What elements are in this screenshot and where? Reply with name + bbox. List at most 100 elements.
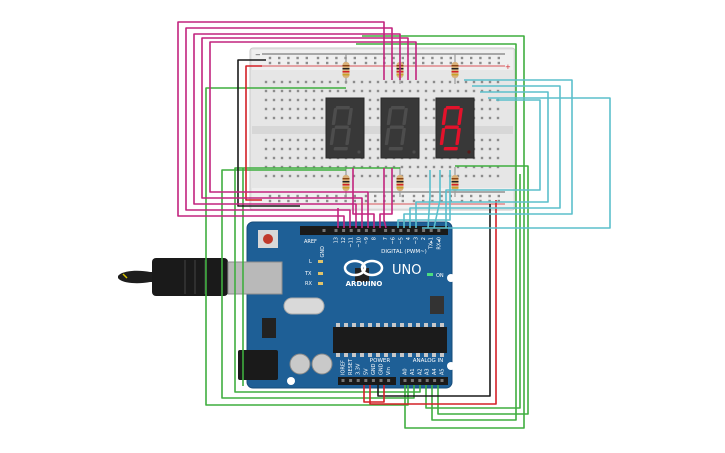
breadboard-hole <box>432 98 436 102</box>
breadboard-hole <box>312 165 316 169</box>
display-segment <box>386 108 393 125</box>
breadboard-hole <box>392 174 396 178</box>
breadboard-hole <box>488 89 492 93</box>
breadboard-hole <box>320 98 324 102</box>
resistor-body <box>451 62 459 78</box>
rail-hole <box>488 194 491 198</box>
usb-cable-plug-tip <box>118 270 158 284</box>
mcu-pin <box>336 323 340 327</box>
rail-hole <box>422 56 425 60</box>
breadboard-hole <box>448 80 452 84</box>
breadboard-hole <box>352 165 356 169</box>
mcu-pin <box>416 323 420 327</box>
rail-hole <box>488 199 491 203</box>
rail-hole <box>278 194 281 198</box>
display-segment <box>457 108 463 125</box>
breadboard-hole <box>272 174 276 178</box>
breadboard-hole <box>280 116 284 120</box>
breadboard-hole <box>416 174 420 178</box>
mcu-pin <box>376 353 380 357</box>
breadboard-hole <box>360 174 364 178</box>
rail-hole <box>488 56 491 60</box>
display-segment <box>329 128 336 145</box>
header-pin <box>349 379 353 382</box>
breadboard-hole <box>440 80 444 84</box>
pin-label-gnd: GND <box>320 246 326 258</box>
rail-hole <box>431 194 434 198</box>
header-pin <box>372 229 376 232</box>
analog-pin-label: A0 <box>403 368 409 375</box>
header-pin <box>410 379 414 382</box>
reset-button-cap[interactable] <box>263 234 273 244</box>
breadboard-hole <box>296 98 300 102</box>
mcu-pin <box>400 323 404 327</box>
capacitor <box>311 353 333 375</box>
breadboard-hole <box>328 89 332 93</box>
rail-hole <box>449 56 452 60</box>
breadboard-hole <box>488 174 492 178</box>
breadboard-hole <box>424 165 428 169</box>
breadboard-hole <box>376 165 380 169</box>
header-pin <box>437 229 441 232</box>
breadboard-hole <box>280 98 284 102</box>
display-segment <box>444 125 459 129</box>
breadboard-hole <box>288 174 292 178</box>
rail-hole <box>392 61 395 65</box>
breadboard-hole <box>264 147 268 151</box>
digital-pin-label: ~3 <box>414 237 420 244</box>
display-segment <box>384 128 391 145</box>
wire-cyan <box>403 79 573 228</box>
resistor-band <box>451 65 459 67</box>
breadboard-hole <box>464 165 468 169</box>
resistor-band <box>342 187 350 189</box>
header-pin <box>406 229 410 232</box>
resistor-body <box>342 175 350 191</box>
rail-hole <box>268 199 272 203</box>
breadboard-hole <box>320 138 324 142</box>
display-segment <box>388 147 403 151</box>
wire-magenta <box>185 27 393 228</box>
power-pin-label: 5V <box>363 368 369 375</box>
breadboard-hole <box>320 89 324 93</box>
rail-hole <box>364 199 368 203</box>
wire-black <box>377 204 491 397</box>
breadboard-hole <box>272 138 276 142</box>
breadboard-hole <box>312 89 316 93</box>
breadboard-hole <box>272 116 276 120</box>
mcu-pin <box>440 323 444 327</box>
breadboard-hole <box>296 80 300 84</box>
on-label: ON <box>436 273 444 279</box>
breadboard-hole <box>416 165 420 169</box>
rail-hole <box>374 194 377 198</box>
header-pin <box>399 229 403 232</box>
breadboard-hole <box>432 174 436 178</box>
wire-cyan <box>415 91 549 228</box>
mcu-pin <box>384 323 388 327</box>
breadboard-hole <box>472 174 476 178</box>
breadboard-hole <box>464 80 468 84</box>
rail-hole <box>449 61 452 65</box>
header-pin <box>349 229 353 232</box>
rail-hole <box>268 194 272 198</box>
rail-hole <box>305 194 308 198</box>
wire-cyan <box>433 170 441 229</box>
header-pin <box>334 229 338 232</box>
mounting-hole <box>447 362 455 370</box>
rail-hole <box>364 56 368 60</box>
rail-hole <box>422 194 425 198</box>
breadboard-hole <box>312 138 316 142</box>
breadboard-hole <box>472 165 476 169</box>
breadboard-hole <box>312 80 316 84</box>
rail-hole <box>316 61 320 65</box>
header-pin <box>356 379 360 382</box>
breadboard-hole <box>456 89 460 93</box>
display-segment <box>445 106 460 110</box>
resistor-band <box>451 71 459 73</box>
wire-green <box>234 167 421 393</box>
rail-hole <box>422 61 425 65</box>
breadboard-hole <box>392 89 396 93</box>
display-segment <box>443 147 458 151</box>
wire-green <box>362 35 525 429</box>
mcu-pin <box>408 353 412 357</box>
breadboard-hole <box>304 89 308 93</box>
